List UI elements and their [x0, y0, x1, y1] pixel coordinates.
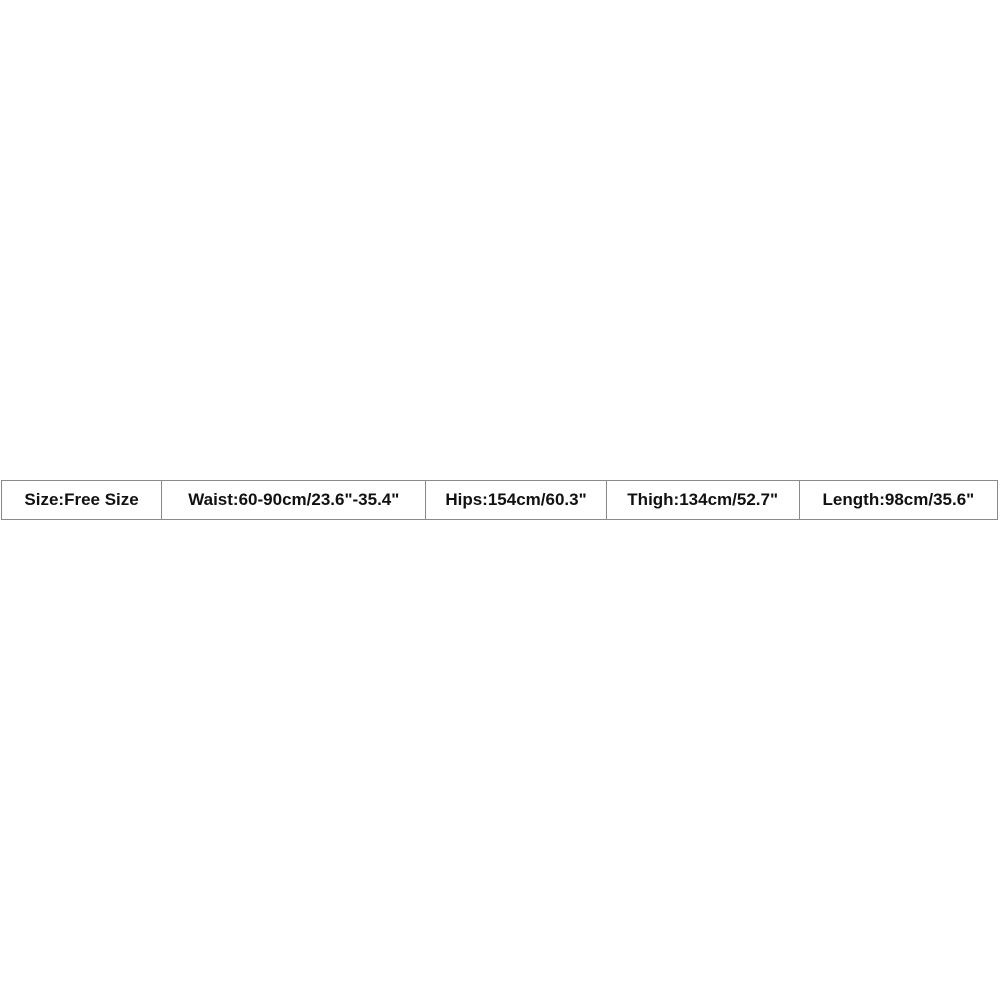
size-chart-table: Size:Free Size Waist:60-90cm/23.6"-35.4"…: [0, 480, 999, 520]
hips-cell: Hips:154cm/60.3": [425, 480, 607, 520]
length-cell: Length:98cm/35.6": [798, 480, 999, 520]
thigh-cell: Thigh:134cm/52.7": [605, 480, 800, 520]
size-cell: Size:Free Size: [0, 480, 163, 520]
waist-cell: Waist:60-90cm/23.6"-35.4": [161, 480, 427, 520]
table-row: Size:Free Size Waist:60-90cm/23.6"-35.4"…: [0, 480, 999, 520]
